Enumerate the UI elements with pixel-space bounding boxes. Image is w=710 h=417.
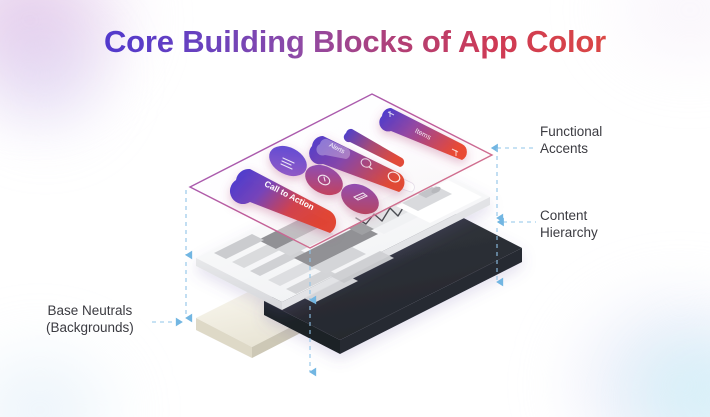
slider-track[interactable]: [343, 128, 405, 167]
items-pill[interactable]: Items: [379, 107, 467, 160]
image-placeholder: [396, 180, 482, 223]
menu-circle-button[interactable]: [264, 140, 312, 182]
dark-slab: [264, 209, 522, 354]
page-title: Core Building Blocks of App Color: [0, 24, 710, 60]
callout-label-functional-accents: Functional Accents: [540, 124, 603, 156]
functional-accents-layer: Items Alerts: [188, 93, 494, 249]
alerts-pill[interactable]: Alerts: [309, 135, 405, 192]
callout-label-content-hierarchy: Content Hierarchy: [540, 208, 598, 240]
list-icon: [280, 157, 295, 170]
info-circle-button[interactable]: [300, 159, 348, 201]
info-icon: [317, 174, 331, 186]
calendar-circle-button[interactable]: [336, 178, 384, 220]
callout-label-base-neutrals: Base Neutrals (Backgrounds): [46, 303, 134, 335]
callout-connectors: [152, 143, 536, 377]
circle-icon: [387, 171, 401, 183]
calendar-icon: [353, 192, 368, 201]
search-icon: [360, 158, 373, 170]
